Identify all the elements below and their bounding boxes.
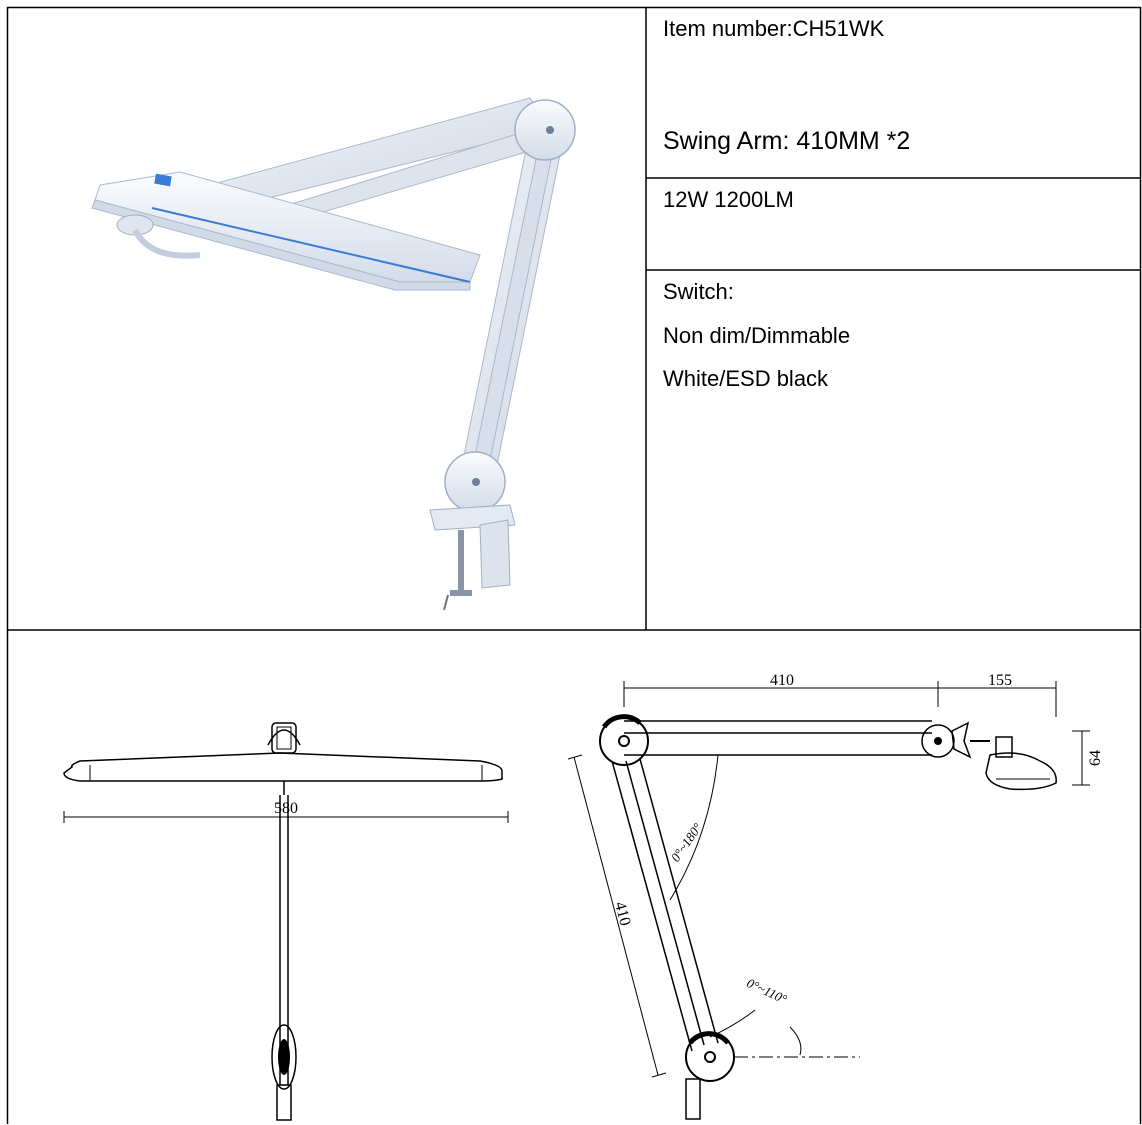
switch-label: Switch:: [663, 279, 734, 304]
head-height-dimension: 64: [1087, 750, 1104, 766]
color-options: White/ESD black: [663, 366, 829, 391]
head-offset-dimension: 155: [988, 672, 1012, 689]
upper-arm-dimension: 410: [770, 672, 794, 689]
front-view-drawing: 580: [63, 722, 509, 1121]
lower-arm-dimension: 410: [611, 900, 634, 928]
item-number: Item number:CH51WK: [663, 16, 885, 41]
width-dimension: 580: [274, 800, 298, 817]
switch-options: Non dim/Dimmable: [663, 323, 851, 348]
power-spec: 12W 1200LM: [663, 187, 794, 212]
lower-angle-range: 0°~110°: [744, 975, 789, 1007]
upper-angle-range: 0°~180°: [668, 820, 705, 864]
swing-arm-spec: Swing Arm: 410MM *2: [663, 127, 911, 155]
lamp-product-photo: [91, 97, 576, 611]
side-view-drawing: 410 155 64 410 0°~180°: [567, 672, 1104, 1120]
